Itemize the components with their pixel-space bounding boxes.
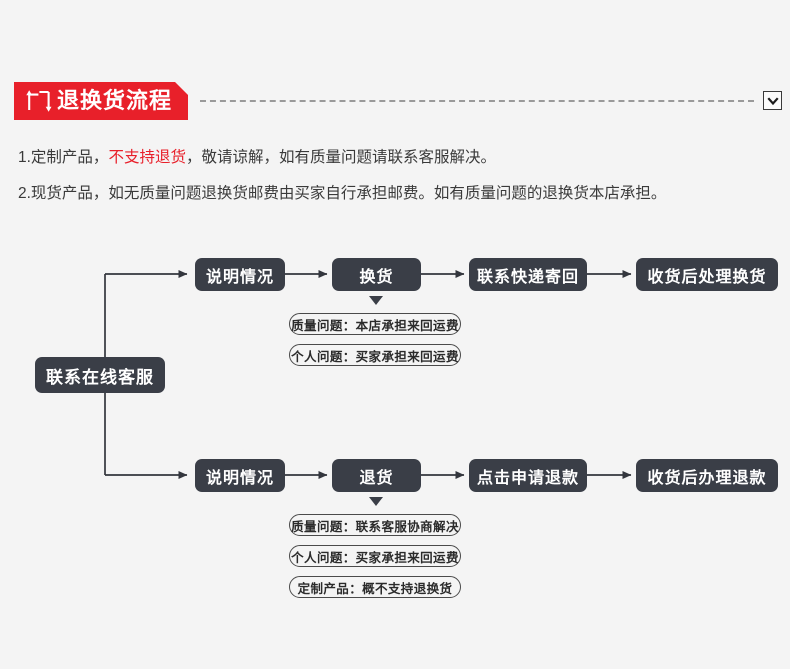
flow-node-start[interactable]: 联系在线客服 — [35, 357, 165, 393]
policy-line-1: 1.定制产品，不支持退货，敬请谅解，如有质量问题请联系客服解决。 — [18, 140, 778, 176]
flow-node-exchange-step-2[interactable]: 换货 — [332, 258, 421, 291]
flow-node-refund-step-4[interactable]: 收货后办理退款 — [636, 459, 778, 492]
exchange-notes-caret-icon — [369, 296, 383, 305]
page-title: 退换货流程 — [57, 88, 173, 113]
exchange-arrows-icon — [26, 89, 52, 113]
header-divider — [200, 100, 754, 102]
refund-note-custom: 定制产品：概不支持退换货 — [289, 576, 461, 598]
section-title-banner: 退换货流程 — [14, 82, 188, 120]
policy-line-1-suffix: ，敬请谅解，如有质量问题请联系客服解决。 — [185, 149, 496, 166]
flow-node-refund-step-3[interactable]: 点击申请退款 — [469, 459, 587, 492]
flow-node-refund-step-1[interactable]: 说明情况 — [195, 459, 285, 492]
flow-node-exchange-step-3[interactable]: 联系快递寄回 — [469, 258, 587, 291]
policy-text-block: 1.定制产品，不支持退货，敬请谅解，如有质量问题请联系客服解决。 2.现货产品，… — [18, 140, 778, 212]
chevron-down-icon — [766, 95, 779, 107]
exchange-note-personal: 个人问题：买家承担来回运费 — [289, 344, 461, 366]
policy-line-2: 2.现货产品，如无质量问题退换货邮费由买家自行承担邮费。如有质量问题的退换货本店… — [18, 185, 667, 202]
exchange-note-quality: 质量问题：本店承担来回运费 — [289, 313, 461, 335]
policy-line-1-highlight: 不支持退货 — [108, 149, 186, 166]
section-header: 退换货流程 — [0, 82, 790, 120]
flow-node-exchange-step-4[interactable]: 收货后处理换货 — [636, 258, 778, 291]
flow-node-refund-step-2[interactable]: 退货 — [332, 459, 421, 492]
refund-note-quality: 质量问题：联系客服协商解决 — [289, 514, 461, 536]
flow-node-exchange-step-1[interactable]: 说明情况 — [195, 258, 285, 291]
collapse-toggle-button[interactable] — [763, 91, 782, 110]
policy-line-1-prefix: 1.定制产品， — [18, 149, 109, 166]
refund-note-personal: 个人问题：买家承担来回运费 — [289, 545, 461, 567]
refund-notes-caret-icon — [369, 497, 383, 506]
